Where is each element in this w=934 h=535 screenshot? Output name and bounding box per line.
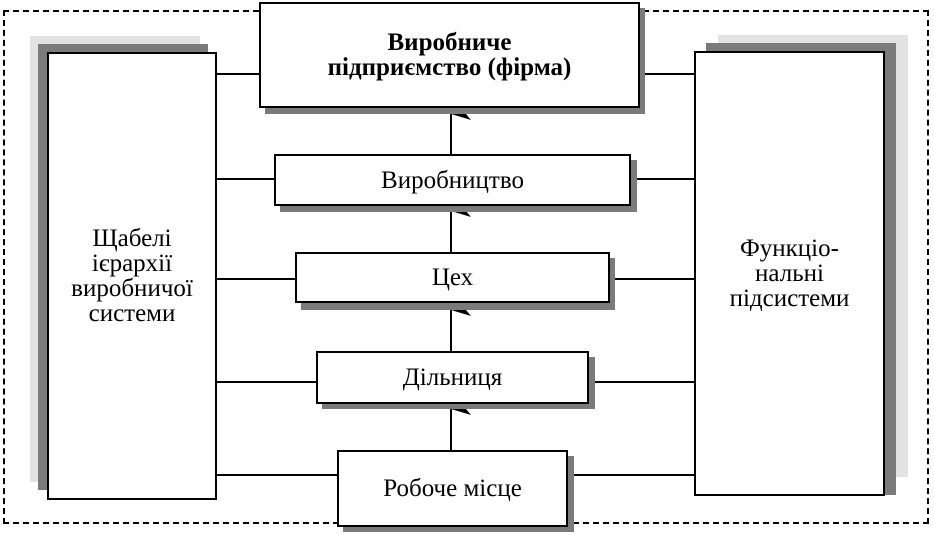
production-box: Виробництво: [274, 154, 631, 206]
left-panel-line: виробничої: [71, 275, 193, 302]
hierarchy-levels-panel: Щабелі ієрархії виробничої системи: [47, 52, 217, 500]
right-panel-line: нальні: [755, 260, 824, 287]
workshop-label: Цех: [431, 264, 474, 291]
right-panel-line: підсистеми: [729, 285, 850, 312]
right-panel-line: Функціо-: [740, 235, 839, 262]
left-panel-line: системи: [88, 300, 176, 327]
workplace-label: Робоче місце: [383, 475, 522, 502]
enterprise-line: Виробниче: [387, 29, 512, 56]
left-panel-line: ієрархії: [91, 250, 173, 277]
production-label: Виробництво: [381, 166, 524, 194]
left-panel-line: Щабелі: [92, 225, 172, 252]
section-box: Дільниця: [316, 351, 589, 404]
enterprise-box: Виробниче підприємство (фірма): [259, 2, 640, 108]
enterprise-line: підприємство (фірма): [327, 54, 572, 81]
workshop-box: Цех: [295, 252, 610, 303]
functional-subsystems-panel: Функціо- нальні підсистеми: [694, 51, 885, 496]
workplace-box: Робоче місце: [337, 450, 568, 527]
section-label: Дільниця: [402, 364, 503, 391]
